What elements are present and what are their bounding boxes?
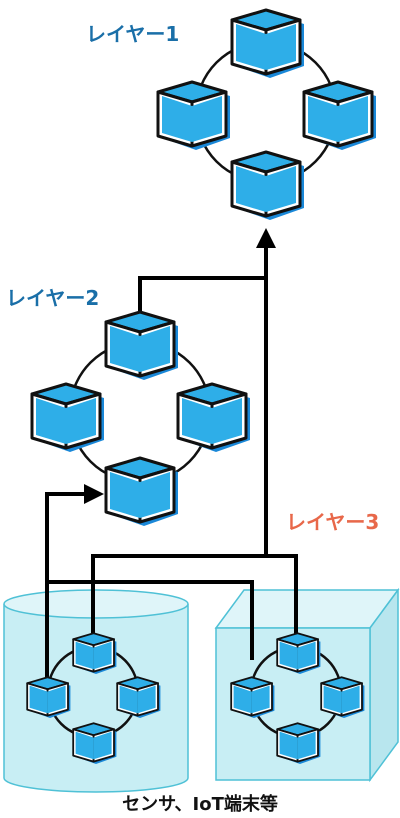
connection-lines bbox=[45, 228, 298, 680]
layer3-right-node bbox=[230, 676, 276, 719]
layer1-node bbox=[230, 150, 306, 222]
layer2-node bbox=[104, 310, 180, 382]
devices-caption: センサ、IoT端末等 bbox=[122, 794, 278, 815]
layer1-node bbox=[302, 80, 378, 152]
layer3-cylinder-container bbox=[3, 589, 189, 793]
layer3-right-node bbox=[276, 722, 322, 765]
layer3-right-node bbox=[320, 676, 366, 719]
layer2-node bbox=[176, 382, 252, 454]
layer3-left-node bbox=[72, 722, 118, 765]
layer3-left-node bbox=[26, 676, 72, 719]
layer3-right-node bbox=[276, 632, 322, 675]
layer2-label: レイヤー2 bbox=[6, 286, 100, 310]
layer2-node bbox=[30, 382, 106, 454]
layer3-left-node bbox=[72, 632, 118, 675]
layer1-label: レイヤー1 bbox=[86, 22, 180, 46]
layer1-node bbox=[156, 80, 232, 152]
layer2-node bbox=[104, 456, 180, 528]
layer1-node bbox=[230, 8, 306, 80]
layer3-label: レイヤー3 bbox=[286, 510, 380, 534]
layer3-left-node bbox=[116, 676, 162, 719]
